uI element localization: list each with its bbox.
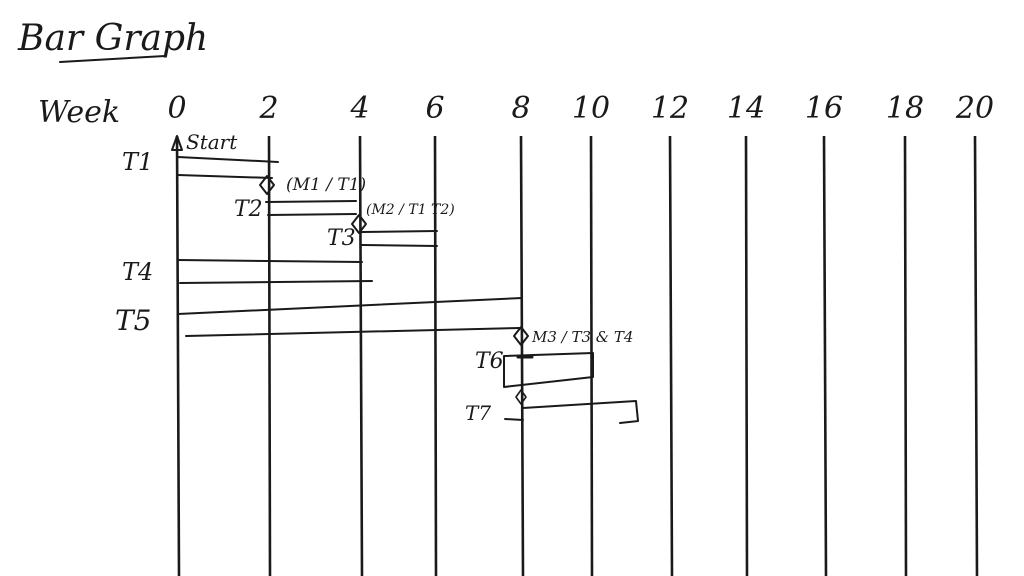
week-tick-label: 16 (805, 91, 843, 126)
week-tick-label: 0 (167, 91, 186, 126)
start-label: Start (186, 130, 238, 154)
week-gridline (973, 135, 979, 576)
milestone-diamond-icon (259, 175, 275, 195)
task-label-t1: T1 (122, 148, 153, 176)
title-underline (59, 55, 166, 63)
task-label-t7: T7 (465, 401, 491, 425)
task-label-t5: T5 (115, 304, 152, 337)
start-marker-icon (171, 135, 183, 151)
week-tick-label: 20 (955, 91, 994, 126)
task-bar-t3 (361, 230, 438, 247)
task-label-t2: T2 (234, 197, 263, 222)
week-gridline (589, 135, 594, 576)
task-bar-t7 (504, 400, 639, 424)
week-gridline (822, 135, 828, 576)
milestone-label-m1: (M1 / T1) (286, 175, 366, 195)
milestone-label-m2: (M2 / T1 T2) (366, 202, 455, 218)
task-bar-t5 (177, 297, 523, 337)
task-bar-t1 (177, 156, 279, 179)
week-gridline (358, 135, 364, 576)
task-label-t3: T3 (327, 226, 356, 251)
week-gridline (175, 135, 181, 576)
task-bar-t4 (177, 259, 373, 284)
graph-title: Bar Graph (17, 18, 208, 59)
week-gridline (744, 135, 749, 576)
week-tick-label: 12 (651, 91, 689, 126)
milestone-diamond-icon (351, 214, 367, 234)
week-tick-label: 4 (349, 91, 369, 126)
week-tick-label: 8 (511, 91, 530, 126)
week-axis-label: Week (38, 95, 120, 130)
task-bar-t2 (265, 200, 357, 216)
milestone-diamond-icon (515, 389, 527, 405)
week-tick-label: 10 (572, 91, 610, 126)
milestone-label-m3: M3 / T3 & T4 (531, 328, 633, 346)
task-label-t4: T4 (122, 258, 153, 286)
week-gridline (267, 135, 272, 576)
week-tick-label: 14 (727, 91, 765, 126)
task-label-t6: T6 (475, 349, 504, 374)
week-tick-label: 18 (886, 91, 924, 126)
week-gridline (433, 135, 438, 576)
task-bar-t6 (503, 352, 594, 388)
week-gridline (903, 135, 908, 576)
week-tick-label: 2 (258, 91, 278, 126)
week-tick-label: 6 (425, 91, 444, 126)
milestone-diamond-icon (513, 326, 529, 346)
week-grid: 0 2 4 6 8 10 12 14 16 18 20 (167, 91, 994, 576)
week-gridline (668, 135, 674, 576)
